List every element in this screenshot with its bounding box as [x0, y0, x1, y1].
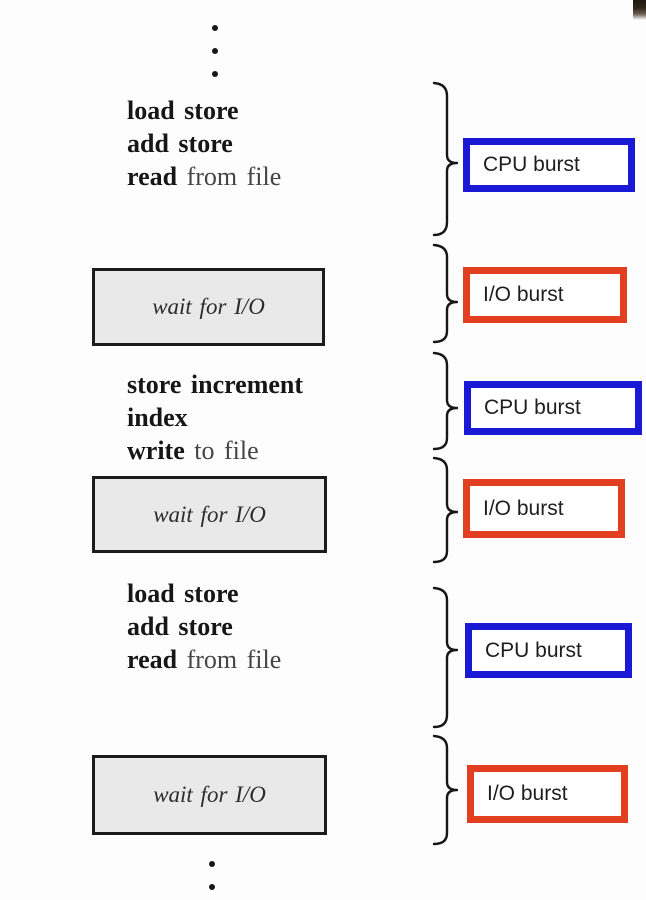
code-line: load store	[127, 577, 281, 610]
curly-brace-icon	[432, 734, 459, 846]
ellipsis-bottom	[209, 861, 215, 890]
curly-brace-icon	[432, 81, 459, 237]
ellipsis-dot	[212, 71, 218, 77]
code-text: load store	[127, 96, 239, 125]
io-burst-label: I/O burst	[487, 782, 568, 805]
code-line: read from file	[127, 643, 281, 676]
wait-for-io-label: wait for I/O	[153, 501, 266, 527]
cpu-burst-label: CPU burst	[483, 153, 580, 176]
code-line: load store	[127, 94, 281, 127]
io-burst-box: I/O burst	[467, 765, 628, 823]
code-line: add store	[127, 610, 281, 643]
code-text: from file	[177, 162, 282, 191]
code-text: load store	[127, 579, 239, 608]
cpu-burst-box: CPU burst	[463, 138, 635, 192]
code-block-2: store increment index write to file	[127, 368, 303, 467]
code-block-1: load store add store read from file	[127, 94, 281, 193]
ellipsis-dot	[212, 25, 218, 31]
ellipsis-dot	[212, 48, 218, 54]
io-burst-label: I/O burst	[483, 283, 564, 306]
code-line: add store	[127, 127, 281, 160]
cpu-burst-label: CPU burst	[484, 396, 581, 419]
wait-for-io-box: wait for I/O	[92, 755, 327, 835]
curly-brace-icon	[432, 586, 459, 729]
ellipsis-dot	[209, 884, 215, 890]
corner-artifact	[633, 0, 646, 20]
cpu-burst-box: CPU burst	[464, 381, 642, 435]
code-text: add store	[127, 129, 233, 158]
code-line: index	[127, 401, 303, 434]
code-text: to file	[184, 436, 259, 465]
code-line: read from file	[127, 160, 281, 193]
wait-for-io-box: wait for I/O	[92, 476, 327, 553]
code-text: from file	[177, 645, 282, 674]
ellipsis-top	[212, 25, 218, 77]
io-burst-box: I/O burst	[463, 267, 627, 323]
io-burst-box: I/O burst	[463, 479, 625, 538]
code-block-3: load store add store read from file	[127, 577, 281, 676]
code-line: write to file	[127, 434, 303, 467]
cpu-burst-label: CPU burst	[485, 638, 582, 662]
code-text: read	[127, 162, 178, 191]
code-line: store increment	[127, 368, 303, 401]
wait-for-io-label: wait for I/O	[153, 782, 266, 807]
ellipsis-dot	[209, 861, 215, 867]
wait-for-io-label: wait for I/O	[152, 294, 265, 319]
code-text: read	[127, 645, 178, 674]
code-text: write	[127, 436, 185, 465]
code-text: add store	[127, 612, 233, 641]
code-text: store increment	[127, 370, 304, 399]
wait-for-io-box: wait for I/O	[92, 268, 325, 346]
curly-brace-icon	[432, 243, 459, 344]
io-burst-label: I/O burst	[483, 496, 564, 520]
cpu-burst-box: CPU burst	[465, 623, 632, 678]
curly-brace-icon	[432, 351, 459, 451]
code-text: index	[127, 403, 188, 432]
curly-brace-icon	[432, 456, 459, 564]
